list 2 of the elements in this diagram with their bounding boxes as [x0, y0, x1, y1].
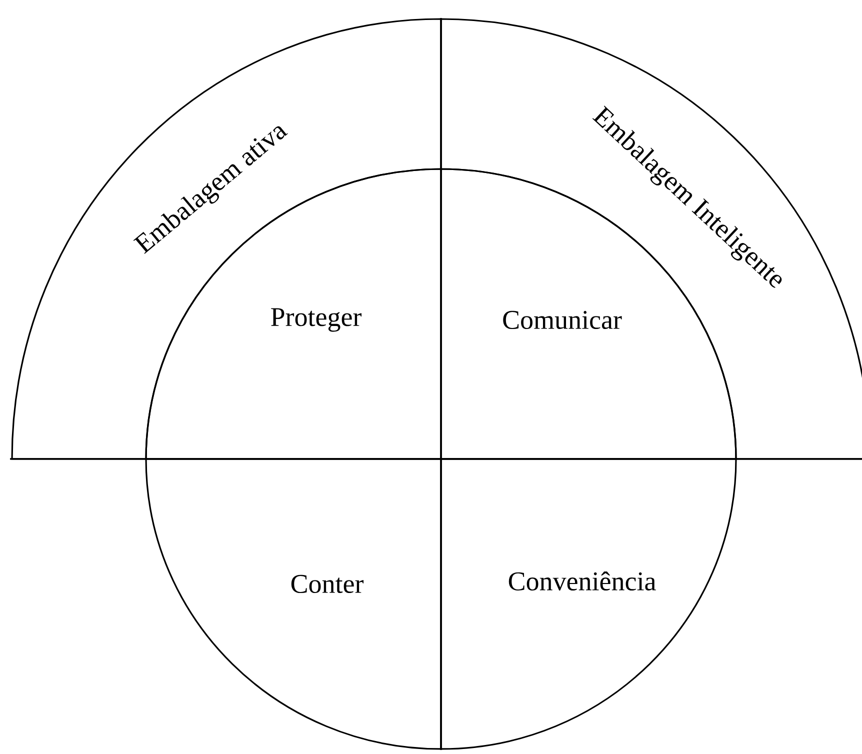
circle-quadrant: Conveniência	[440, 458, 737, 750]
circle-quadrant: Conter	[145, 458, 442, 750]
